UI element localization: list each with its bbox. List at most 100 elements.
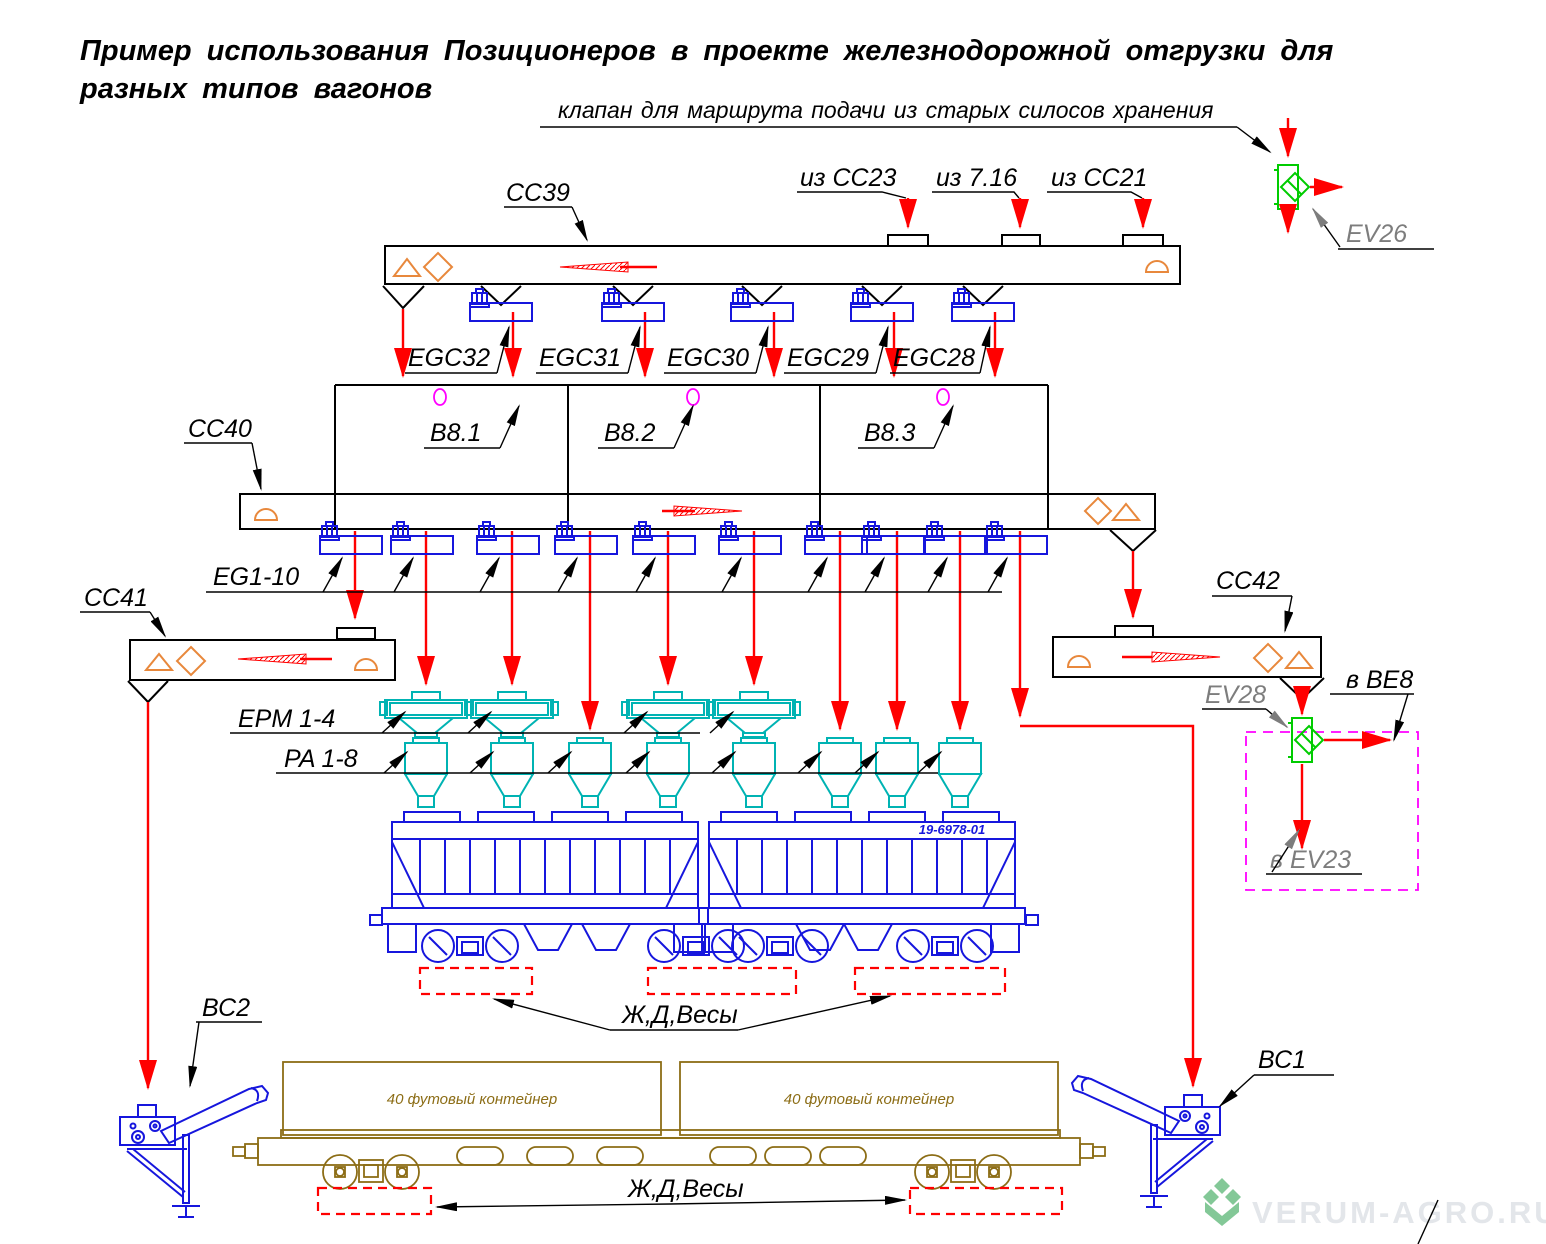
pa-group-label: PA 1-8	[284, 745, 358, 773]
eg7-gate	[805, 522, 867, 554]
eg5-gate	[633, 522, 695, 554]
rail-scales-top-label: Ж,Д,Весы	[620, 1001, 738, 1029]
cc39-inlet-3	[1122, 234, 1164, 247]
ev26-valve: EV26	[1273, 118, 1434, 250]
hopper-wagons: 19-6978-01	[369, 811, 1039, 963]
bogie	[421, 929, 519, 963]
eg6-gate	[719, 522, 781, 554]
bogie	[914, 1154, 1012, 1190]
cc39-label: СС39	[506, 179, 570, 207]
bc1-label: ВС1	[1258, 1046, 1306, 1074]
ev26-label: EV26	[1346, 220, 1407, 248]
cc40-symbol-triangle-icon	[1110, 502, 1142, 521]
container-2	[679, 1061, 1059, 1136]
cc41-inlet	[336, 627, 376, 640]
cc39-inlet-1	[887, 234, 929, 247]
wagon-marking: 19-6978-01	[919, 822, 986, 837]
from-cc21-label: из СС21	[1051, 164, 1147, 192]
discharge-chute	[581, 923, 631, 951]
egc32-label: EGC32	[408, 344, 490, 372]
rail-scales-top: Ж,Д,Весы	[418, 966, 1007, 1031]
scale-platform	[418, 966, 534, 996]
eg2-gate	[391, 522, 453, 554]
container-1-label: 40 футовый контейнер	[387, 1091, 557, 1108]
cc41-symbol-triangle-icon	[143, 652, 175, 671]
to-ev23-label: в EV23	[1270, 846, 1351, 874]
valve-note: клапан для маршрута подачи из старых сил…	[540, 97, 1272, 154]
flow-cc39-to-bins	[394, 309, 1004, 378]
eg3-gate	[477, 522, 539, 554]
discharge-chute	[843, 923, 893, 951]
scale-platform	[853, 966, 1007, 996]
bin2-level-sensor-icon	[686, 388, 700, 406]
eg8-gate	[862, 522, 924, 554]
container-1	[282, 1061, 662, 1136]
cc40-body	[239, 493, 1156, 530]
diverter-valve-icon	[1287, 717, 1324, 763]
storage-bins: B8.1 B8.2 B8.3	[334, 384, 1049, 529]
ev28-label: EV28	[1205, 681, 1266, 709]
cc41-body	[129, 639, 396, 681]
cc39-direction-arrow-icon	[559, 261, 629, 273]
flow-cc40-to-loading	[346, 531, 1202, 1088]
egc-gates: EGC32 EGC31 EGC30 EGC29 EGC28	[405, 289, 1014, 374]
cc40-symbol-dome-icon	[253, 508, 279, 521]
scale-platform	[316, 1186, 433, 1216]
title-block: Пример использования Позиционеров в прое…	[79, 35, 1333, 105]
bc1-positioner: ВС1	[1071, 1046, 1334, 1208]
epm-group-label: EPM 1-4	[238, 705, 335, 733]
from-716-label: из 7.16	[936, 164, 1017, 192]
eg1-gate	[320, 522, 382, 554]
bin2-label: B8.2	[604, 419, 656, 447]
watermark-text: VERUM-AGRO.RU	[1252, 1195, 1546, 1230]
cc42-symbol-diamond-icon	[1252, 642, 1284, 674]
epm1-positioner	[379, 691, 473, 738]
watermark: VERUM-AGRO.RU	[1203, 1178, 1546, 1244]
eg4-gate	[555, 522, 617, 554]
from-cc23-label: из СС23	[800, 164, 896, 192]
future-extension-box	[1245, 731, 1419, 891]
eg10-gate	[985, 522, 1047, 554]
bogie	[322, 1154, 420, 1190]
cc41-symbol-diamond-icon	[175, 645, 207, 677]
valve-note-label: клапан для маршрута подачи из старых сил…	[558, 97, 1213, 123]
bogie	[647, 929, 745, 963]
cc42-label: СС42	[1216, 567, 1280, 595]
discharge-chute	[523, 923, 573, 951]
wagon-positioner	[1071, 1075, 1221, 1208]
cc40-direction-arrow-icon	[673, 505, 743, 517]
bin3-level-sensor-icon	[936, 388, 950, 406]
eg-gates: EG1-10	[206, 522, 1047, 593]
pa8-spout	[938, 737, 982, 808]
cc41-label: СС41	[84, 584, 148, 612]
container-2-label: 40 футовый контейнер	[784, 1091, 954, 1108]
bin1-label: B8.1	[430, 419, 481, 447]
cc42-symbol-dome-icon	[1066, 655, 1092, 668]
epm-positioners: EPM 1-4	[230, 691, 801, 738]
scale-platform	[908, 1186, 1064, 1216]
cc41-conveyor: СС41	[80, 584, 396, 1090]
cc42-conveyor: СС42	[1052, 567, 1325, 701]
cc39-body	[384, 245, 1181, 285]
epm4-positioner	[707, 691, 801, 738]
bogie	[731, 929, 829, 963]
cc42-direction-arrow-icon	[1151, 651, 1221, 663]
cc42-body	[1052, 636, 1322, 678]
bin1-level-sensor-icon	[433, 388, 447, 406]
cc42-symbol-triangle-icon	[1283, 650, 1315, 669]
to-be8-label: в BE8	[1346, 666, 1413, 694]
diverter-valve-icon	[1273, 164, 1310, 210]
rail-scales-bottom-label: Ж,Д,Весы	[626, 1175, 744, 1203]
egc30-label: EGC30	[667, 344, 749, 372]
ev28-valve: EV28 в BE8 в EV23	[1202, 666, 1419, 891]
cc39-symbol-dome-icon	[1144, 260, 1170, 273]
bin3-label: B8.3	[864, 419, 916, 447]
flat-wagon: 40 футовый контейнер 40 футовый контейне…	[232, 1061, 1106, 1190]
cc39-symbol-diamond-icon	[422, 251, 454, 283]
cc39-inlet-2	[1001, 234, 1041, 247]
verum-agro-logo-icon	[1203, 1178, 1241, 1226]
epm3-positioner	[621, 691, 715, 738]
eg9-gate	[925, 522, 987, 554]
bc2-label: ВС2	[202, 994, 250, 1022]
